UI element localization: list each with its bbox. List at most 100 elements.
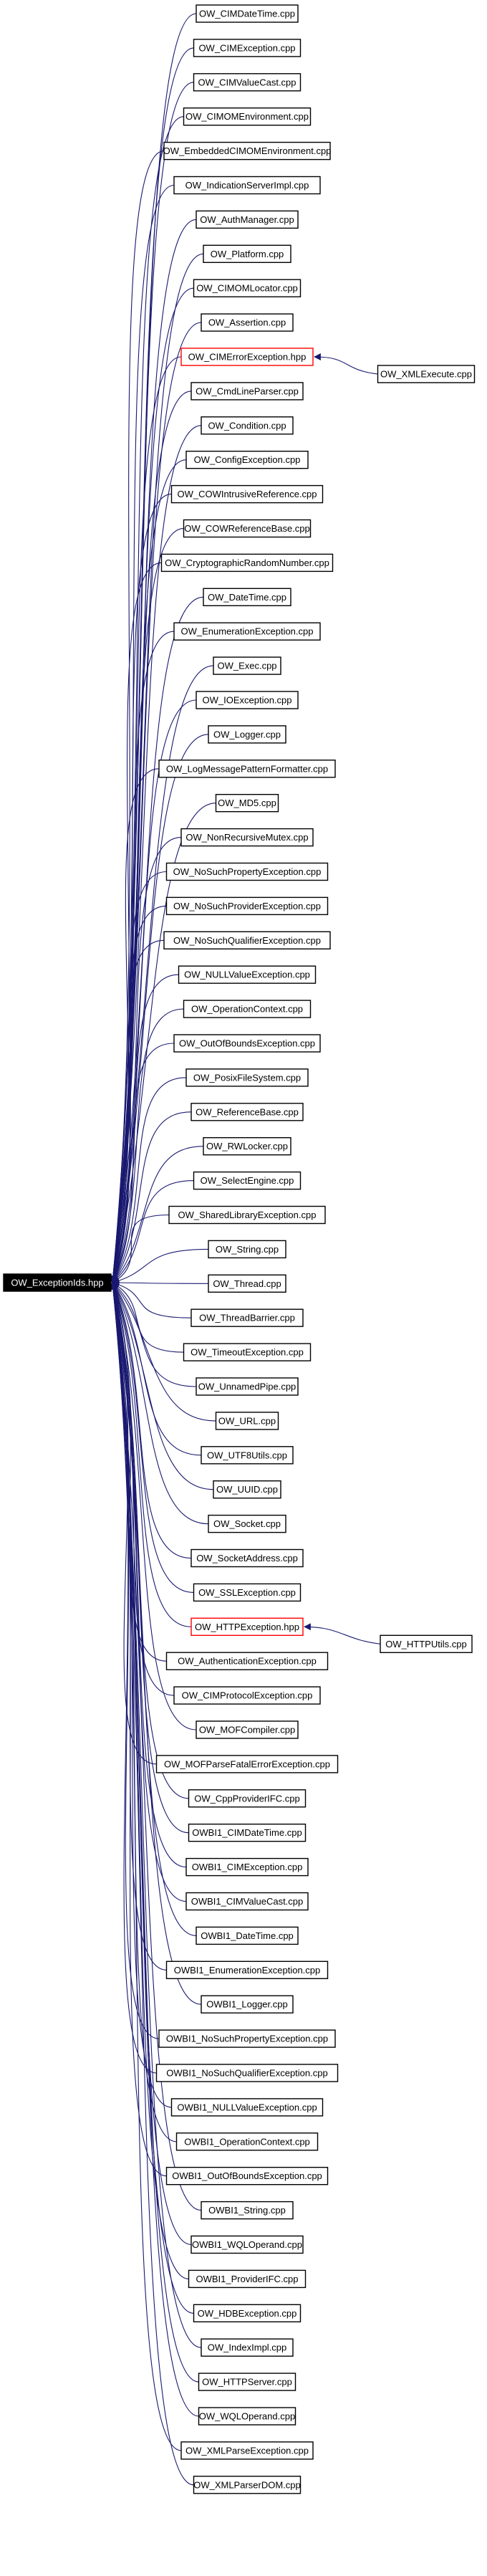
edge-n47-to-root	[111, 1282, 192, 1627]
file-node[interactable]: OWBI1_String.cpp	[201, 2201, 294, 2220]
file-node[interactable]: OW_UUID.cpp	[213, 1480, 281, 1499]
edge-s1-to-n47	[304, 1623, 381, 1644]
file-node[interactable]: OW_Logger.cpp	[208, 725, 286, 744]
file-node[interactable]: OW_HDBException.cpp	[193, 2304, 302, 2323]
file-node-box	[213, 656, 281, 675]
file-node[interactable]: OW_HTTPException.hpp	[191, 1617, 304, 1637]
file-node[interactable]: OW_IOException.cpp	[196, 691, 299, 709]
root-node[interactable]: OW_ExceptionIds.hpp	[3, 1273, 112, 1292]
file-node[interactable]: OWBI1_CIMDateTime.cpp	[188, 1823, 307, 1842]
file-node[interactable]: OW_CIMErrorException.hpp	[180, 348, 314, 366]
file-node[interactable]: OW_CmdLineParser.cpp	[191, 382, 304, 401]
file-node[interactable]: OW_TimeoutException.cpp	[183, 1343, 312, 1361]
file-node[interactable]: OW_CppProviderIFC.cpp	[188, 1789, 307, 1808]
file-node[interactable]: OWBI1_CIMValueCast.cpp	[185, 1892, 309, 1911]
file-node[interactable]: OW_MOFParseFatalErrorException.cpp	[155, 1755, 339, 1773]
file-node[interactable]: OW_CIMDateTime.cpp	[196, 4, 299, 23]
file-node-label: OW_NoSuchProviderException.cpp	[173, 901, 321, 911]
file-node[interactable]: OW_COWReferenceBase.cpp	[183, 519, 312, 538]
file-node[interactable]: OW_LogMessagePatternFormatter.cpp	[158, 760, 336, 778]
file-node-label: OWBI1_NULLValueException.cpp	[177, 2102, 317, 2112]
file-node[interactable]: OWBI1_CIMException.cpp	[185, 1857, 309, 1877]
file-node[interactable]: OW_EnumerationException.cpp	[173, 622, 321, 641]
file-node[interactable]: OW_Assertion.cpp	[201, 313, 294, 332]
file-node[interactable]: OWBI1_OperationContext.cpp	[175, 2132, 319, 2151]
file-node[interactable]: OW_NonRecursiveMutex.cpp	[180, 828, 314, 847]
file-node[interactable]: OWBI1_DateTime.cpp	[196, 1926, 299, 1945]
file-node-box	[208, 1274, 286, 1293]
file-node[interactable]: OW_CIMOMEnvironment.cpp	[183, 107, 312, 126]
file-node[interactable]: OW_Condition.cpp	[201, 416, 294, 435]
file-node-box	[180, 2441, 314, 2460]
file-node[interactable]: OW_OperationContext.cpp	[183, 1000, 312, 1018]
file-node[interactable]: OW_IndicationServerImpl.cpp	[173, 176, 321, 195]
file-node[interactable]: OW_CIMException.cpp	[193, 39, 302, 57]
file-node[interactable]: OWBI1_NoSuchQualifierException.cpp	[155, 2064, 339, 2082]
file-node[interactable]: OW_PosixFileSystem.cpp	[185, 1068, 309, 1087]
file-node[interactable]: OW_OutOfBoundsException.cpp	[173, 1034, 321, 1053]
file-node[interactable]: OW_UTF8Utils.cpp	[201, 1446, 294, 1465]
file-node[interactable]: OW_RWLocker.cpp	[203, 1136, 291, 1156]
file-node[interactable]: OW_SelectEngine.cpp	[193, 1171, 302, 1190]
file-node-box	[168, 1205, 326, 1225]
file-node[interactable]: OWBI1_WQLOperand.cpp	[191, 2235, 304, 2254]
file-node-label: OW_EmbeddedCIMOMEnvironment.cpp	[163, 145, 332, 156]
file-node[interactable]: OW_HTTPServer.cpp	[198, 2372, 296, 2391]
file-node[interactable]: OW_Thread.cpp	[208, 1274, 286, 1293]
file-node[interactable]: OW_COWIntrusiveReference.cpp	[170, 484, 324, 504]
file-node-label: OW_String.cpp	[216, 1244, 279, 1255]
file-node[interactable]: OW_String.cpp	[208, 1240, 286, 1259]
file-node[interactable]: OW_CIMOMLocator.cpp	[193, 279, 302, 297]
file-node[interactable]: OW_IndexImpl.cpp	[201, 2338, 294, 2357]
file-node[interactable]: OW_XMLParseException.cpp	[180, 2441, 314, 2460]
file-node-box	[155, 1755, 339, 1773]
file-node[interactable]: OW_NoSuchPropertyException.cpp	[165, 862, 329, 881]
file-node-label: OWBI1_CIMValueCast.cpp	[191, 1896, 304, 1907]
file-node[interactable]: OW_Exec.cpp	[213, 656, 281, 675]
file-node-box	[196, 4, 299, 23]
file-node[interactable]: OW_UnnamedPipe.cpp	[196, 1377, 299, 1396]
file-node[interactable]: OW_NULLValueException.cpp	[178, 965, 317, 984]
file-node[interactable]: OW_Platform.cpp	[203, 244, 291, 263]
root-node-label: OW_ExceptionIds.hpp	[11, 1278, 103, 1288]
file-node[interactable]: OWBI1_EnumerationException.cpp	[165, 1960, 329, 1980]
file-node[interactable]: OW_WQLOperand.cpp	[198, 2407, 296, 2426]
file-node[interactable]: OW_AuthManager.cpp	[196, 210, 299, 229]
file-node[interactable]: OW_CIMProtocolException.cpp	[173, 1686, 321, 1705]
file-node[interactable]: OWBI1_Logger.cpp	[201, 1995, 294, 2014]
side-file-node[interactable]: OW_XMLExecute.cpp	[377, 365, 476, 383]
file-node[interactable]: OW_NoSuchQualifierException.cpp	[163, 931, 331, 950]
file-node-box	[201, 1995, 294, 2014]
file-node[interactable]: OWBI1_NoSuchPropertyException.cpp	[158, 2029, 336, 2048]
file-node[interactable]: OW_CIMValueCast.cpp	[193, 73, 302, 92]
file-node[interactable]: OW_CryptographicRandomNumber.cpp	[160, 553, 334, 573]
file-node[interactable]: OWBI1_ProviderIFC.cpp	[188, 2269, 307, 2289]
file-node[interactable]: OW_ConfigException.cpp	[185, 451, 309, 469]
file-node[interactable]: OW_EmbeddedCIMOMEnvironment.cpp	[163, 141, 332, 161]
file-node[interactable]: OW_MD5.cpp	[215, 793, 279, 813]
file-node[interactable]: OW_ReferenceBase.cpp	[191, 1103, 304, 1121]
file-node[interactable]: OW_Socket.cpp	[208, 1514, 286, 1533]
edge-n4-to-root	[110, 150, 165, 1283]
file-node[interactable]: OW_MOFCompiler.cpp	[196, 1720, 299, 1739]
file-node[interactable]: OW_SocketAddress.cpp	[191, 1548, 304, 1568]
file-node-label: OW_Assertion.cpp	[208, 317, 286, 328]
file-node-box	[208, 1514, 286, 1533]
edge-layer	[109, 13, 381, 2486]
file-node[interactable]: OW_SharedLibraryException.cpp	[168, 1205, 326, 1225]
file-node[interactable]: OW_AuthenticationException.cpp	[165, 1652, 329, 1670]
file-node-label: OW_SocketAddress.cpp	[196, 1553, 298, 1564]
file-node[interactable]: OW_XMLParserDOM.cpp	[193, 2476, 302, 2494]
file-node[interactable]: OW_SSLException.cpp	[193, 1583, 302, 1602]
file-node[interactable]: OW_NoSuchProviderException.cpp	[165, 896, 329, 916]
file-node-label: OW_IOException.cpp	[203, 695, 292, 706]
file-node[interactable]: OW_ThreadBarrier.cpp	[191, 1308, 304, 1327]
file-node[interactable]: OWBI1_NULLValueException.cpp	[170, 2098, 324, 2117]
edge-n28-to-root	[111, 974, 179, 1283]
file-node[interactable]: OW_DateTime.cpp	[203, 588, 291, 606]
side-file-node[interactable]: OW_HTTPUtils.cpp	[380, 1634, 473, 1654]
edge-n44-to-root	[112, 1282, 209, 1525]
file-node[interactable]: OWBI1_OutOfBoundsException.cpp	[165, 2166, 329, 2185]
file-node[interactable]: OW_URL.cpp	[215, 1412, 279, 1430]
